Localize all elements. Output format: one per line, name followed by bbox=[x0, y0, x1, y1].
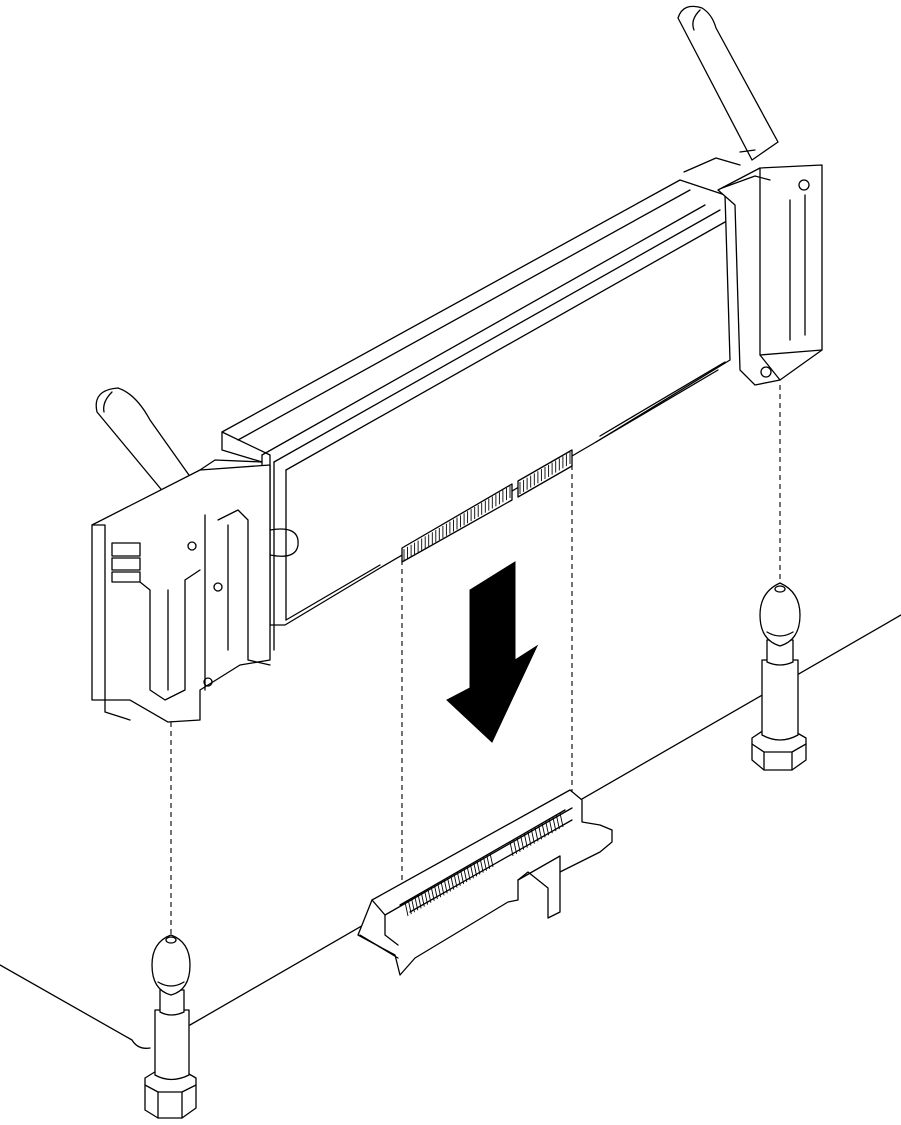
slot-contact bbox=[463, 868, 468, 883]
slot-contact bbox=[450, 875, 455, 890]
slot-contact bbox=[548, 819, 553, 834]
left-latch-handle bbox=[95, 387, 197, 501]
pcie-slot-connector bbox=[357, 789, 613, 976]
slot-contact bbox=[443, 879, 448, 894]
right-latch-handle bbox=[677, 5, 779, 161]
slot-contact bbox=[555, 815, 560, 830]
slot-contact bbox=[541, 823, 546, 838]
slot-contact bbox=[513, 839, 518, 854]
slot-contact bbox=[476, 860, 481, 875]
slot-contact bbox=[559, 812, 564, 828]
slot-contact bbox=[411, 898, 415, 913]
slot-contact bbox=[552, 817, 557, 832]
slot-contact bbox=[424, 890, 429, 905]
slot-contact bbox=[404, 901, 409, 917]
alignment-guides bbox=[170, 385, 781, 935]
slot-contact bbox=[483, 856, 487, 871]
slot-contact bbox=[479, 858, 484, 873]
slot-contact bbox=[437, 883, 442, 898]
slot-contact bbox=[456, 871, 461, 886]
slot-contact bbox=[523, 833, 528, 848]
slot-contact bbox=[509, 841, 514, 857]
slot-contact bbox=[430, 886, 435, 901]
slot-contact bbox=[486, 854, 491, 869]
slot-contact bbox=[453, 873, 458, 888]
edge-connector bbox=[401, 449, 573, 563]
slot-contact bbox=[530, 829, 535, 844]
slot-contact bbox=[489, 852, 494, 868]
slot-contact bbox=[420, 892, 425, 907]
slot-contact bbox=[545, 821, 550, 836]
slot-contact bbox=[440, 881, 445, 896]
slot-contact bbox=[469, 864, 474, 879]
slot-contact bbox=[466, 866, 471, 881]
slot-contact bbox=[460, 869, 465, 885]
left-standoff bbox=[144, 934, 197, 1119]
slot-contact bbox=[538, 825, 543, 840]
left-bracket bbox=[91, 459, 299, 723]
slot-contact bbox=[516, 837, 521, 852]
slot-contact bbox=[520, 835, 525, 850]
slot-contact bbox=[433, 884, 438, 900]
slot-contact bbox=[427, 888, 432, 903]
insertion-arrow bbox=[446, 561, 539, 743]
right-standoff bbox=[751, 582, 807, 771]
right-bracket bbox=[683, 149, 823, 386]
slot-contact bbox=[534, 827, 539, 842]
slot-contact bbox=[417, 894, 422, 909]
slot-contact bbox=[527, 831, 532, 846]
slot-contact bbox=[473, 862, 478, 877]
slot-contact bbox=[414, 896, 419, 911]
slot-contact bbox=[447, 877, 451, 892]
slot-contact bbox=[407, 900, 412, 915]
